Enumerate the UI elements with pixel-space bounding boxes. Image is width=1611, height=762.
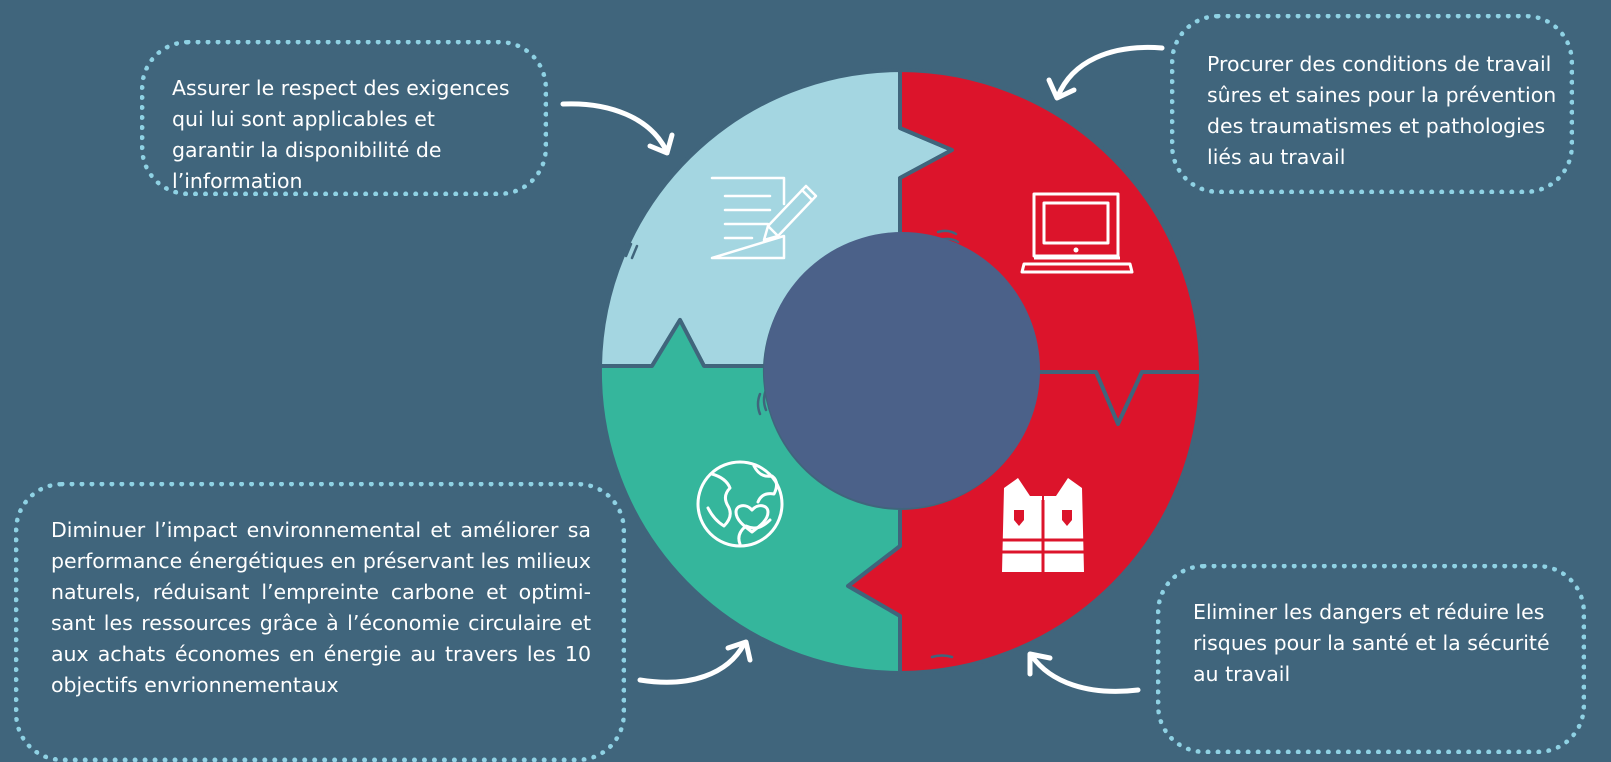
environment-text: Diminuer l’impact environnemental et amé…	[51, 518, 591, 697]
environment-box: Diminuer l’impact environnemental et amé…	[14, 482, 626, 762]
arrow-bottom-right	[1027, 651, 1141, 694]
globe-heart-icon	[696, 460, 784, 548]
hazards-box: Eliminer les dangers et réduire les risq…	[1156, 564, 1586, 754]
center-circle	[764, 232, 1040, 508]
arrow-bottom-left	[637, 639, 753, 685]
arrow-top-right	[1046, 44, 1165, 101]
cycle-diagram	[560, 44, 1204, 694]
work-conditions-box: Procurer des conditions de travail sûres…	[1170, 14, 1574, 194]
document-pen-icon	[710, 176, 818, 260]
hazards-text: Eliminer les dangers et réduire les risq…	[1193, 600, 1550, 686]
requirements-text: Assurer le respect des exigences qui lui…	[172, 76, 510, 193]
safety-vest-icon	[1002, 478, 1084, 572]
work-conditions-text: Procurer des conditions de travail sûres…	[1207, 52, 1557, 169]
laptop-icon	[1020, 192, 1134, 274]
arrow-top-left	[560, 101, 675, 156]
requirements-box: Assurer le respect des exigences qui lui…	[140, 40, 548, 196]
